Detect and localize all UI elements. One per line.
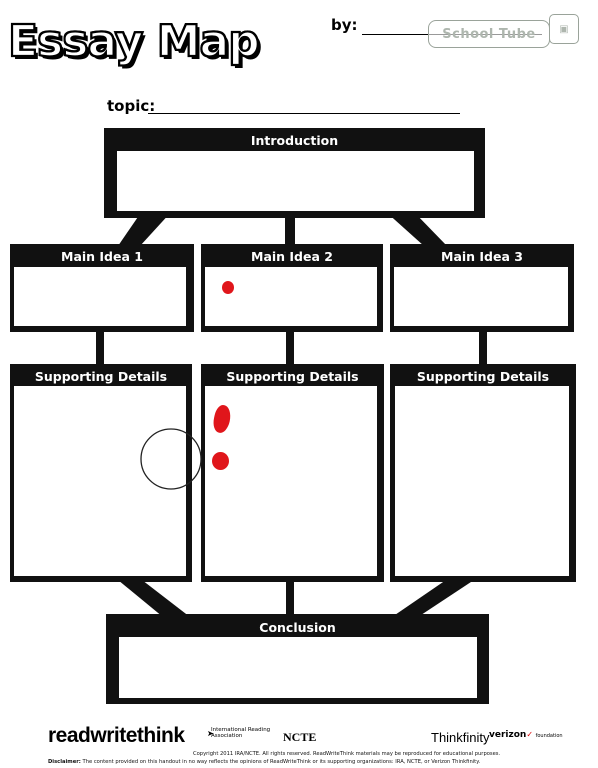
- verizon-wordmark: verizon: [489, 730, 527, 740]
- main-idea-1-field[interactable]: [14, 267, 186, 326]
- tv-icon: ▣: [549, 14, 579, 44]
- watermark: School Tube: [428, 20, 550, 48]
- by-label: by:: [331, 16, 358, 34]
- cursor-circle-icon: [140, 428, 202, 490]
- introduction-field[interactable]: [117, 151, 474, 211]
- conclusion-field[interactable]: [119, 637, 477, 698]
- verizon-foundation-logo: verizon✓ foundation: [489, 730, 563, 740]
- readwritethink-logo: readwritethink: [48, 724, 185, 747]
- main-idea-3-heading: Main Idea 3: [441, 249, 523, 264]
- disclaimer-text: The content provided on this handout in …: [82, 759, 481, 765]
- foundation-wordmark: foundation: [535, 733, 563, 739]
- supporting-details-3-field[interactable]: [395, 386, 569, 576]
- supporting-details-2-field[interactable]: [205, 386, 377, 576]
- supporting-details-3-box: Supporting Details: [390, 364, 576, 582]
- topic-line: [148, 113, 460, 114]
- main-idea-2-box: Main Idea 2: [201, 244, 383, 332]
- ira-logo: International Reading Association: [211, 727, 271, 739]
- introduction-heading: Introduction: [250, 133, 339, 148]
- main-idea-2-field[interactable]: [205, 267, 377, 326]
- main-idea-3-field[interactable]: [394, 267, 568, 326]
- introduction-box: Introduction: [104, 128, 485, 218]
- thinkfinity-logo: Thinkfinity: [431, 730, 490, 745]
- red-ink-dot: [222, 281, 234, 294]
- main-idea-1-box: Main Idea 1: [10, 244, 194, 332]
- red-ink-mark: [212, 452, 229, 470]
- disclaimer-label: Disclaimer:: [48, 759, 81, 765]
- supporting-details-1-box: Supporting Details: [10, 364, 192, 582]
- page-title: Essay Map: [7, 15, 261, 68]
- main-idea-3-box: Main Idea 3: [390, 244, 574, 332]
- supporting-details-3-heading: Supporting Details: [416, 369, 550, 384]
- conclusion-box: Conclusion: [106, 614, 489, 704]
- supporting-details-1-heading: Supporting Details: [34, 369, 168, 384]
- main-idea-2-heading: Main Idea 2: [251, 249, 333, 264]
- supporting-details-2-box: Supporting Details: [201, 364, 384, 582]
- conclusion-heading: Conclusion: [259, 620, 336, 635]
- topic-label: topic:: [107, 97, 156, 115]
- ncte-logo: NCTE: [283, 730, 317, 744]
- supporting-details-1-field[interactable]: [14, 386, 186, 576]
- ira-logo-icon: ➤: [207, 729, 214, 738]
- supporting-details-2-heading: Supporting Details: [226, 369, 359, 384]
- copyright-text: Copyright 2011 IRA/NCTE. All rights rese…: [193, 751, 501, 757]
- disclaimer: Disclaimer: The content provided on this…: [48, 759, 480, 765]
- main-idea-1-heading: Main Idea 1: [61, 249, 143, 264]
